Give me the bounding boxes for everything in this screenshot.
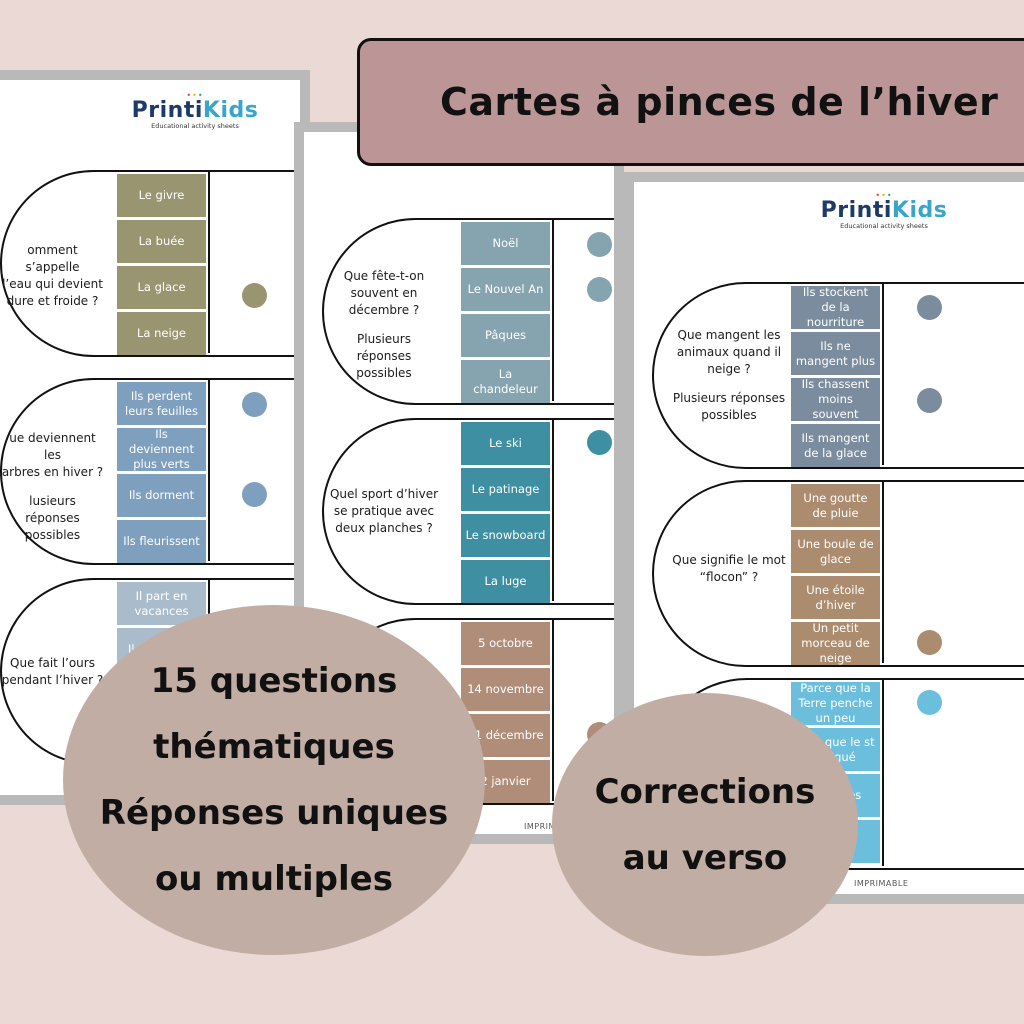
answer-option[interactable]: Ils perdent leurs feuilles [117,382,206,425]
card-divider [882,284,884,465]
card-divider [208,380,210,561]
answer-option[interactable]: Ils fleurissent [117,520,206,563]
page-title: Cartes à pinces de l’hiver [440,80,999,124]
answer-option[interactable]: Noël [461,222,550,265]
card-divider [552,220,554,401]
title-banner: Cartes à pinces de l’hiver [357,38,1024,166]
answer-dot [917,388,942,413]
answer-option[interactable]: Le ski [461,422,550,465]
answer-option[interactable]: La glace [117,266,206,309]
answer-dot [587,430,612,455]
answer-option[interactable]: Ils dorment [117,474,206,517]
answer-option[interactable]: Le Nouvel An [461,268,550,311]
answer-option[interactable]: Ils mangent de la glace [791,424,880,467]
answer-option[interactable]: 21 décembre [461,714,550,757]
answer-option[interactable]: Pâques [461,314,550,357]
answer-dot [917,690,942,715]
answer-dot [587,232,612,257]
printikids-logo: ••• PrintiKids Educational activity shee… [131,91,259,131]
answer-option[interactable]: Une boule de glace [791,530,880,573]
card-divider [208,172,210,353]
answer-dot [242,283,267,308]
answer-option[interactable]: Ils stockent de la nourriture [791,285,880,329]
answer-option[interactable]: Un petit morceau de neige [791,621,880,665]
answer-option[interactable]: Le patinage [461,468,550,511]
feature-badge-questions: 15 questions thématiques Réponses unique… [63,605,485,955]
answer-option[interactable]: Une goutte de pluie [791,484,880,527]
sheet-footer: IMPRIMABLE [524,822,578,831]
card-divider [552,620,554,801]
card-divider [882,482,884,663]
sheet-footer: IMPRIMABLE [854,879,909,888]
answer-option[interactable]: Le snowboard [461,514,550,557]
answer-option[interactable]: Ils chassent moins souvent [791,377,880,421]
answer-option[interactable]: Parce que la Terre penche un peu [791,681,880,725]
answer-dot [917,630,942,655]
feature-badge-corrections: Corrections au verso [552,693,858,956]
answer-option[interactable]: 14 novembre [461,668,550,711]
card-divider [882,680,884,866]
answer-option[interactable]: Le givre [117,174,206,217]
answer-option[interactable]: La chandeleur [461,360,550,403]
answer-option[interactable]: La buée [117,220,206,263]
answer-option[interactable]: Une étoile d’hiver [791,576,880,619]
answer-dot [587,277,612,302]
answer-dot [242,482,267,507]
printikids-logo: ••• PrintiKids Educational activity shee… [820,191,948,231]
question-text: Que signifie le mot“flocon” ? [672,553,786,584]
answer-option[interactable]: 5 octobre [461,622,550,665]
answer-option[interactable]: La neige [117,312,206,355]
answer-dot [917,295,942,320]
answer-option[interactable]: La luge [461,560,550,603]
answer-option[interactable]: Ils ne mangent plus [791,332,880,375]
card-divider [552,420,554,601]
answer-option[interactable]: Ils deviennent plus verts [117,427,206,471]
answer-dot [242,392,267,417]
